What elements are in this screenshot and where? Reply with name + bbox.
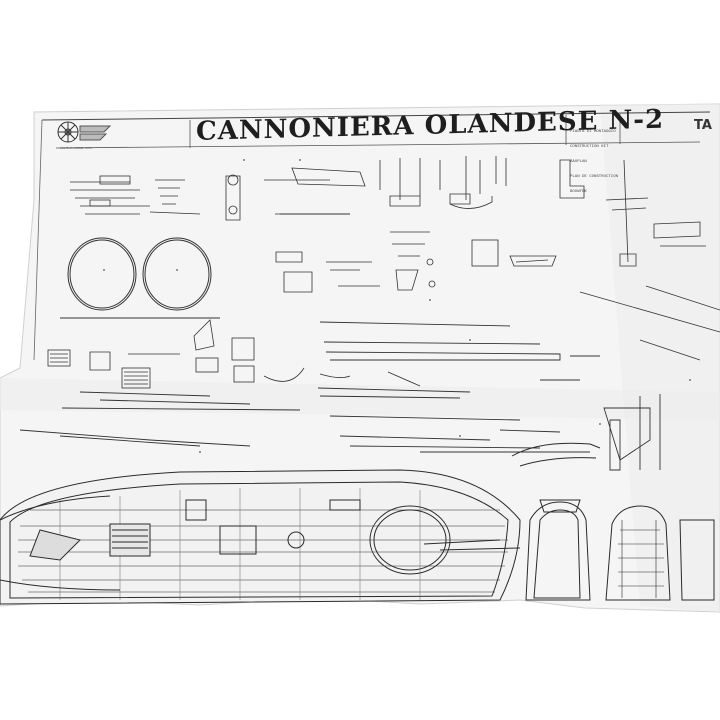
maker-caption: MANTUA MODEL S.R.L. [60, 146, 94, 150]
legend-block: PIANTA DI MONTAGGIO CONSTRUCTION KIT BAU… [570, 120, 618, 205]
hull-section-drawings [511, 442, 715, 601]
right-fold-shadow [600, 104, 720, 612]
legend-line: CONSTRUCTION KIT [570, 145, 609, 149]
ring-drawings [67, 237, 212, 311]
legend-line: BAUPLAN [570, 160, 587, 164]
ship-wheel-logo-icon [57, 121, 112, 143]
fold-shadow [0, 378, 720, 420]
legend-line: BOUWTEK [570, 190, 587, 194]
annotation-dots [103, 159, 691, 453]
deck-plan-drawing [0, 469, 521, 605]
legend-line: PIANTA DI MONTAGGIO [570, 130, 616, 134]
small-parts-mid [47, 319, 305, 389]
spar-drawings [19, 213, 661, 471]
legend-line: PLAN DE CONSTRUCTION [570, 175, 619, 179]
sheet-corner-mark: TA [694, 118, 712, 133]
